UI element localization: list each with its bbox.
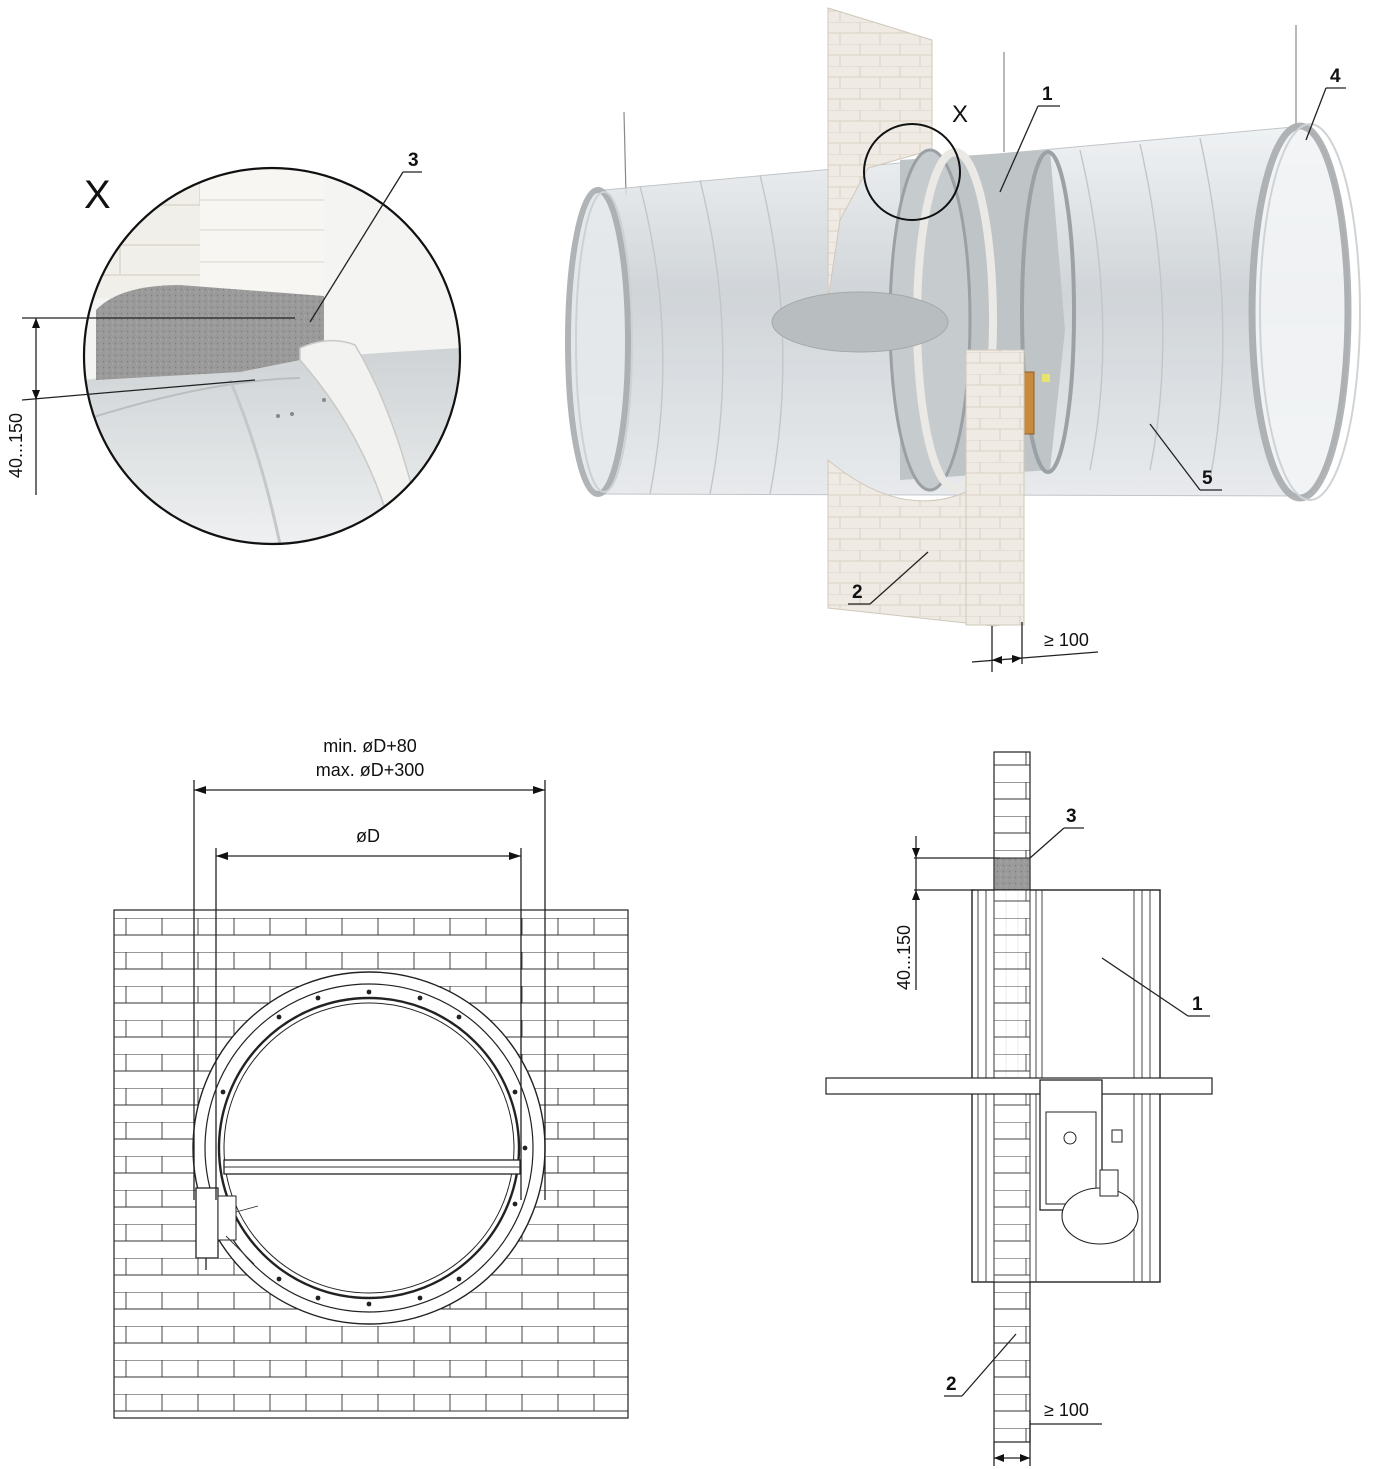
side-label-1: 1 xyxy=(1192,994,1203,1015)
front-view: min. øD+80 max. øD+300 øD xyxy=(113,736,629,1419)
detail-label-3: 3 xyxy=(408,150,419,171)
detail-circle-outline xyxy=(82,166,462,546)
detail-callout-letter: X xyxy=(84,173,111,217)
iso-label-4: 4 xyxy=(1330,66,1341,87)
iso-view: X 1 4 5 2 ≥ 100 xyxy=(565,7,1361,672)
side-range-dim: 40...150 xyxy=(894,925,914,990)
iso-wall-dim: ≥ 100 xyxy=(1044,630,1089,650)
iso-label-5: 5 xyxy=(1202,468,1213,489)
front-dim-d: øD xyxy=(356,826,380,846)
side-label-3: 3 xyxy=(1066,806,1077,827)
detail-view: 40...150 3 X xyxy=(6,150,462,546)
side-view: 40...150 3 1 2 ≥ 100 xyxy=(825,751,1213,1466)
detail-range-dim: 40...150 xyxy=(6,413,26,478)
iso-label-1: 1 xyxy=(1042,84,1053,105)
front-dim-min: min. øD+80 xyxy=(323,736,417,756)
side-wall-dim: ≥ 100 xyxy=(1044,1400,1089,1420)
iso-callout-letter: X xyxy=(952,101,968,128)
detail-circle-content xyxy=(84,168,460,544)
side-label-2: 2 xyxy=(946,1374,957,1395)
front-dim-max: max. øD+300 xyxy=(316,760,425,780)
iso-label-2: 2 xyxy=(852,582,863,603)
